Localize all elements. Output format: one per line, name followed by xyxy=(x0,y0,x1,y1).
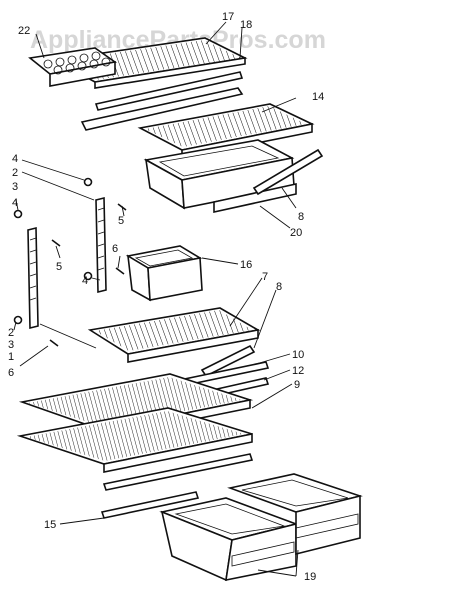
callout-19: 19 xyxy=(304,571,316,583)
part-15-front-rail xyxy=(100,453,254,519)
callout-2: 2 xyxy=(12,167,18,179)
callout-5: 5 xyxy=(56,261,62,273)
part-19-crisper-drawer-right xyxy=(227,473,363,556)
crisper-cover-frame xyxy=(16,407,253,473)
callout-labels: 22 17 18 14 4 2 3 5 8 20 4 5 6 16 4 7 8 … xyxy=(8,11,324,583)
callout-7: 7 xyxy=(262,271,268,283)
part-20-meat-drawer xyxy=(143,139,297,213)
callout-8: 8 xyxy=(276,281,282,293)
callout-4: 4 xyxy=(82,275,88,287)
callout-3: 3 xyxy=(12,181,18,193)
callout-1: 1 xyxy=(8,351,14,363)
callout-22: 22 xyxy=(18,25,30,37)
callout-18: 18 xyxy=(240,19,252,31)
callout-4: 4 xyxy=(12,153,18,165)
callout-6: 6 xyxy=(8,367,14,379)
part-8-drawer-rail xyxy=(252,148,324,196)
callout-15: 15 xyxy=(44,519,56,531)
callout-14: 14 xyxy=(312,91,324,103)
part-22-egg-tray xyxy=(28,47,118,87)
callout-5: 5 xyxy=(118,215,124,227)
callout-8: 8 xyxy=(298,211,304,223)
callout-2: 2 xyxy=(8,327,14,339)
callout-12: 12 xyxy=(292,365,304,377)
callout-20: 20 xyxy=(290,227,302,239)
part-18-shelf-trim xyxy=(80,71,244,131)
callout-17: 17 xyxy=(222,11,234,23)
part-19-crisper-drawer-left xyxy=(159,497,299,582)
part-2-shelf-ladder-front xyxy=(27,226,39,330)
callout-4: 4 xyxy=(12,197,18,209)
callout-10: 10 xyxy=(292,349,304,361)
callout-3: 3 xyxy=(8,339,14,351)
callout-16: 16 xyxy=(240,259,252,271)
leader-lines xyxy=(13,21,299,577)
part-2-shelf-ladder-rear xyxy=(95,196,107,294)
callout-6: 6 xyxy=(112,243,118,255)
callout-9: 9 xyxy=(294,379,300,391)
part-16-utility-bin xyxy=(125,245,203,302)
